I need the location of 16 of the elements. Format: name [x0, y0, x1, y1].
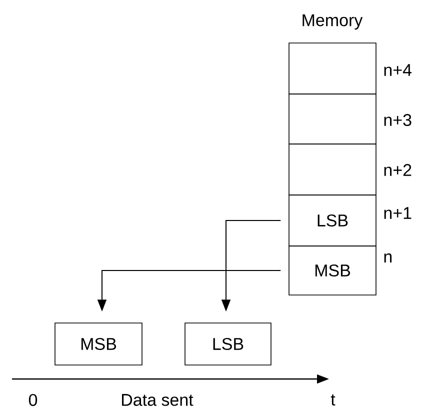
- memory-cell: LSB: [288, 194, 376, 246]
- data-box: LSB: [184, 322, 272, 366]
- address-label: n+1: [384, 207, 412, 219]
- axis-label: t: [330, 394, 336, 406]
- memory-cell: [288, 144, 376, 196]
- memory-cell: MSB: [288, 246, 376, 296]
- address-label: n+3: [384, 114, 412, 126]
- address-label: n+4: [384, 64, 412, 76]
- data-box: MSB: [54, 322, 142, 366]
- memory-cell: [288, 94, 376, 144]
- address-label: n+2: [384, 164, 412, 176]
- memory-cell: [288, 42, 376, 94]
- heading: Memory: [302, 14, 363, 30]
- axis-label: 0: [28, 394, 38, 406]
- address-label: n: [384, 253, 392, 263]
- axis-label: Data sent: [122, 394, 194, 406]
